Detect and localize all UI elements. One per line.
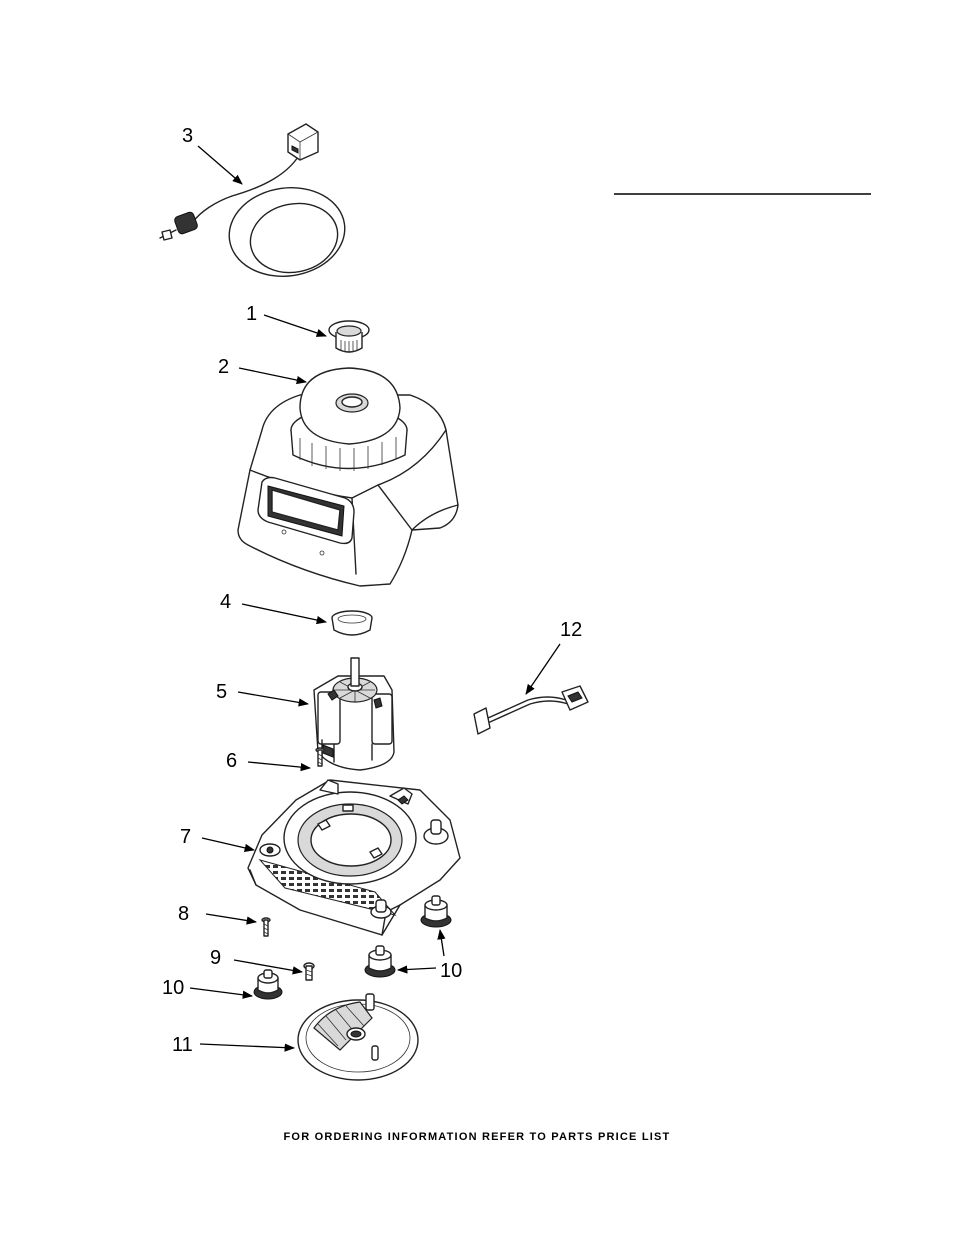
- screw-9-part: [303, 962, 315, 981]
- leader-10-left: [189, 987, 254, 999]
- callout-10-left: 10: [162, 977, 184, 999]
- leader-5: [237, 691, 310, 707]
- callout-7: 7: [180, 826, 191, 848]
- leader-10-center: [396, 965, 437, 974]
- base-housing-part: [237, 367, 459, 587]
- leader-2: [238, 367, 308, 385]
- callout-3: 3: [182, 125, 193, 147]
- callout-labels: 3 1 2 4 5 6 7 8 9 10 10 11 12: [162, 125, 582, 1056]
- callout-8: 8: [178, 903, 189, 925]
- leader-6: [247, 761, 312, 772]
- callout-4: 4: [220, 591, 231, 613]
- screw-6-part: [315, 747, 325, 767]
- callout-10-right: 10: [440, 960, 462, 982]
- wire-harness-part: [473, 685, 589, 735]
- callout-12: 12: [560, 619, 582, 641]
- foot-right-part: [420, 895, 452, 928]
- bottom-cover-part: [297, 993, 419, 1081]
- callout-6: 6: [226, 750, 237, 772]
- ordering-info-footer: FOR ORDERING INFORMATION REFER TO PARTS …: [283, 1131, 671, 1143]
- leader-7: [201, 837, 256, 852]
- foot-center-part: [364, 945, 396, 978]
- screw-8-part: [261, 917, 271, 937]
- callout-5: 5: [216, 681, 227, 703]
- leader-8: [205, 913, 258, 925]
- callout-1: 1: [246, 303, 257, 325]
- ring-part: [331, 610, 373, 636]
- callout-2: 2: [218, 356, 229, 378]
- leader-3: [197, 145, 243, 185]
- base-plate-part: [247, 779, 461, 936]
- leader-lines: [189, 145, 561, 1052]
- foot-left-part: [253, 969, 283, 1000]
- leader-9: [233, 959, 304, 975]
- leader-10-right: [437, 928, 446, 957]
- leader-4: [241, 603, 328, 625]
- leader-1: [263, 314, 327, 337]
- motor-part: [313, 657, 395, 771]
- leader-12: [525, 643, 561, 695]
- leader-11: [199, 1043, 296, 1052]
- callout-11: 11: [172, 1034, 193, 1056]
- callout-9: 9: [210, 947, 221, 969]
- coupler-part: [328, 320, 370, 353]
- power-cord-part: [159, 123, 346, 278]
